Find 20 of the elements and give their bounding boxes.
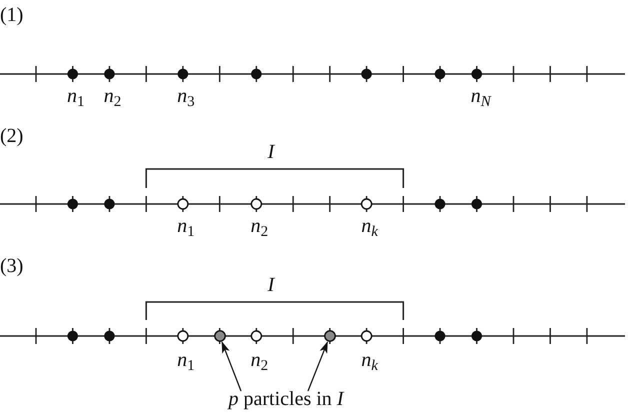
leader-arrow (307, 341, 328, 392)
position-label: n$_{k}$ (361, 216, 378, 236)
panel-label: (2) (0, 126, 24, 146)
interval-label: I (268, 142, 274, 162)
position-label: n$_{1}$ (177, 350, 195, 370)
annotation-text: p particles in I (228, 389, 344, 409)
particle-circle (214, 330, 226, 342)
position-label: n$_{3}$ (177, 86, 195, 106)
particle-circle (324, 330, 336, 342)
position-label: n$_{k}$ (361, 350, 378, 370)
leader-arrow (221, 341, 242, 392)
panel-label: (1) (0, 5, 24, 25)
position-label: n$_{2}$ (250, 216, 268, 236)
position-label: n$_{1}$ (177, 216, 195, 236)
interval-label: I (268, 275, 274, 295)
position-label: n$_{2}$ (250, 350, 268, 370)
panel-label: (3) (0, 256, 24, 276)
position-label: n$_{N}$ (470, 86, 491, 106)
position-label: n$_{1}$ (66, 86, 84, 106)
position-label: n$_{2}$ (104, 86, 122, 106)
